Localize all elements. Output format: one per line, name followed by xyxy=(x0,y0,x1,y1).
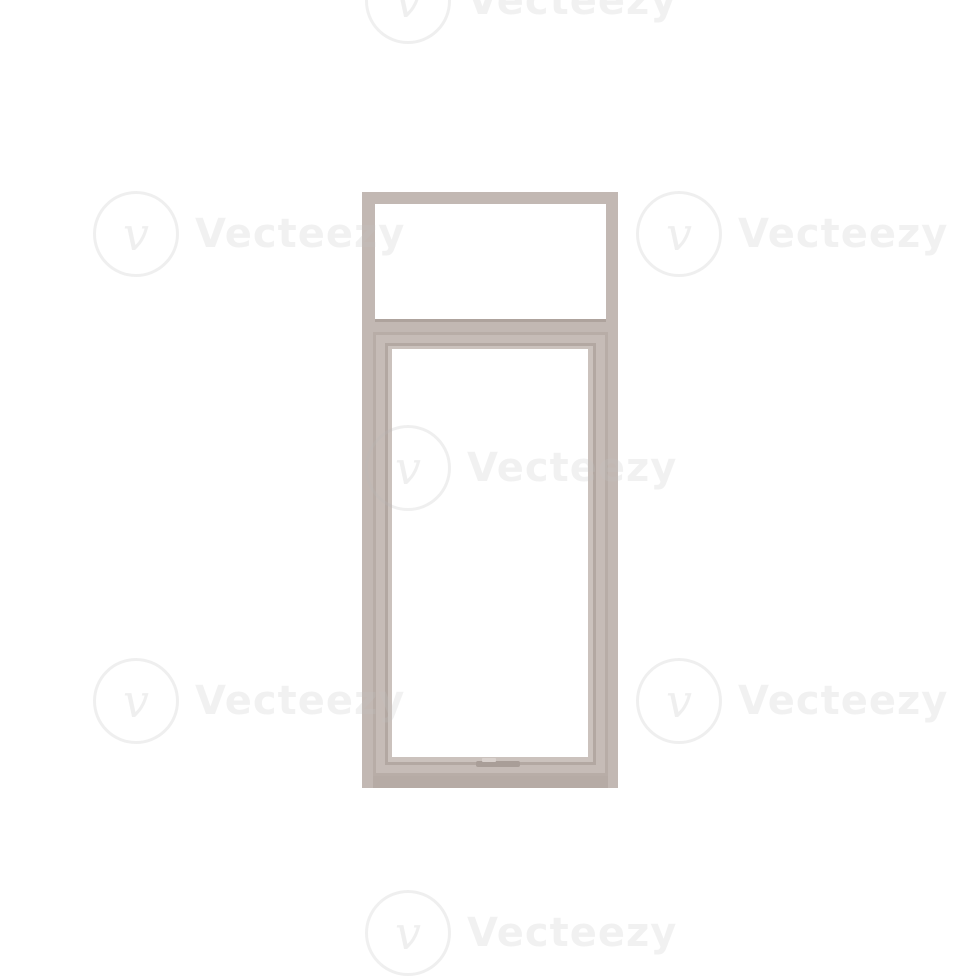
transom-glass xyxy=(375,204,606,319)
crank-handle-icon xyxy=(476,758,520,767)
bottom-sill xyxy=(373,776,608,788)
casement-glass xyxy=(392,349,588,757)
transom-rail-shadow xyxy=(375,319,606,322)
